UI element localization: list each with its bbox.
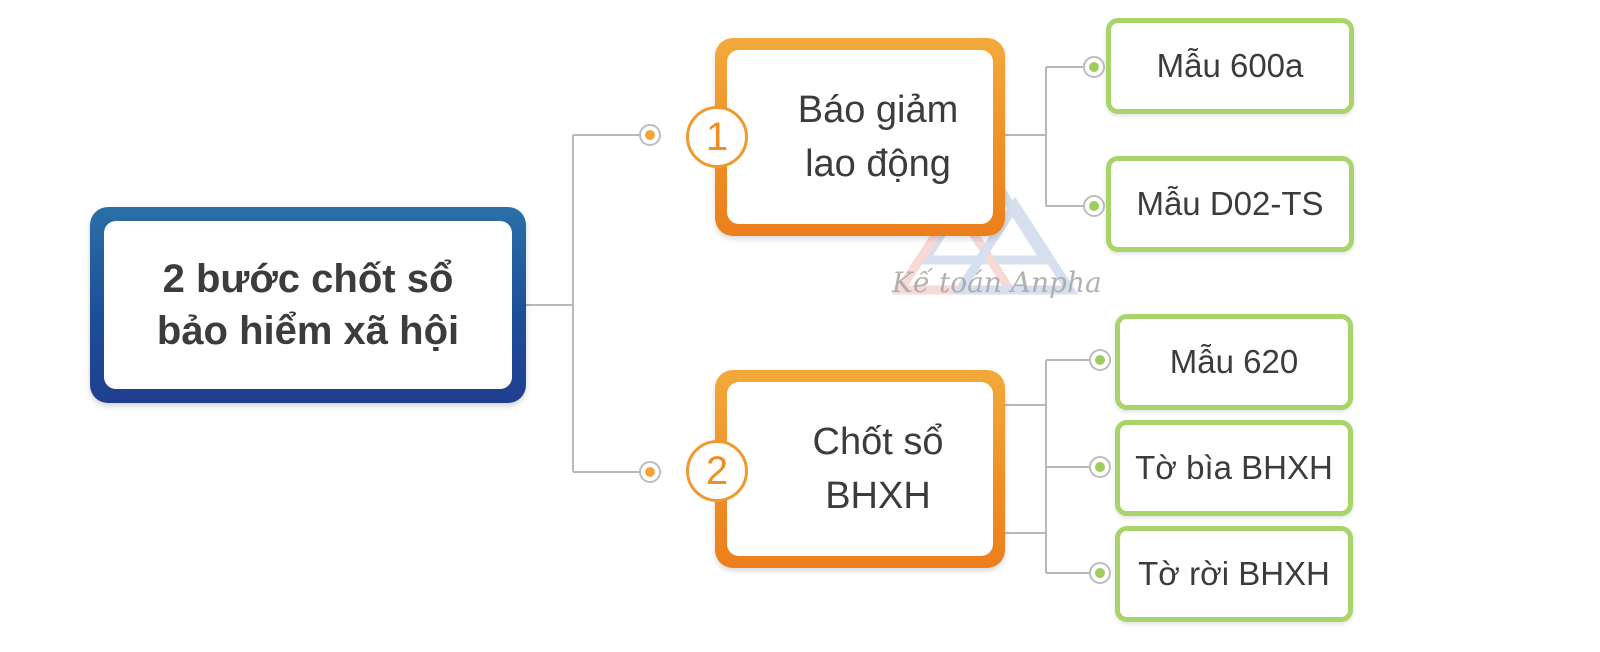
form2-connector-dot — [1083, 195, 1105, 217]
step2-connector-dot — [639, 461, 661, 483]
form5-connector-dot — [1089, 562, 1111, 584]
watermark-text: Kế toán Anpha — [892, 266, 1102, 299]
step-node-1: Báo giảm lao động — [715, 38, 1005, 236]
root-title-line1: 2 bước chốt sổ — [162, 257, 454, 301]
root-title-line2: bảo hiểm xã hội — [156, 309, 460, 353]
step-node-2: Chốt sổ BHXH — [715, 370, 1005, 568]
step2-label-line2: BHXH — [825, 475, 931, 517]
root-node: 2 bước chốt sổ bảo hiểm xã hội — [90, 207, 526, 403]
step2-number-badge: 2 — [686, 440, 748, 502]
form-node-mau-d02-ts: Mẫu D02-TS — [1106, 156, 1354, 252]
form4-connector-dot — [1089, 456, 1111, 478]
form-node-to-roi-bhxh: Tờ rời BHXH — [1115, 526, 1353, 622]
form1-connector-dot — [1083, 56, 1105, 78]
form-node-mau-600a: Mẫu 600a — [1106, 18, 1354, 114]
form-node-mau-620: Mẫu 620 — [1115, 314, 1353, 410]
step1-label-line1: Báo giảm — [797, 89, 959, 131]
step2-label-line1: Chốt sổ — [812, 421, 944, 463]
step1-label-line2: lao động — [805, 143, 951, 185]
form-node-to-bia-bhxh: Tờ bìa BHXH — [1115, 420, 1353, 516]
step1-number-badge: 1 — [686, 106, 748, 168]
form3-connector-dot — [1089, 349, 1111, 371]
step1-connector-dot — [639, 124, 661, 146]
